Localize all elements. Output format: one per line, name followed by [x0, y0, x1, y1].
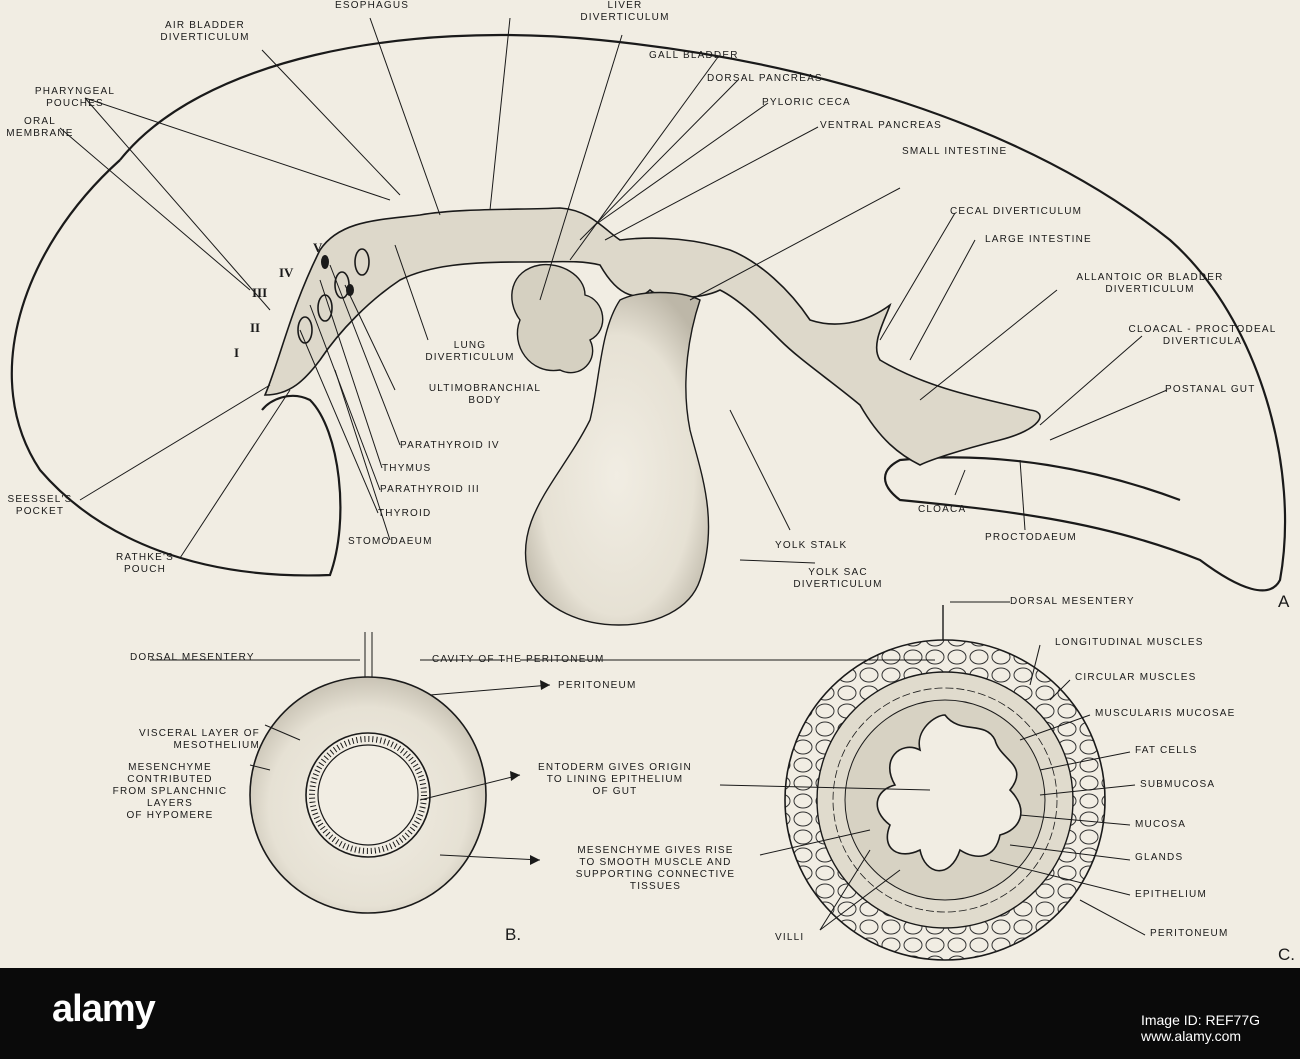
label-cloacal-proctodeal: CLOACAL - PROCTODEAL DIVERTICULA: [1128, 324, 1277, 347]
label-fat-cells: FAT CELLS: [1135, 745, 1198, 756]
panel-letter-b: B.: [505, 925, 522, 944]
roman-ii: II: [250, 320, 261, 335]
banner-logo[interactable]: alamy: [52, 988, 156, 1030]
label-cloaca: CLOACA: [918, 504, 967, 515]
yolk-sac: [524, 291, 710, 626]
label-glands: GLANDS: [1135, 852, 1184, 863]
label-air-bladder: AIR BLADDER DIVERTICULUM: [160, 20, 250, 43]
liver-lobes: [511, 263, 604, 374]
label-cavity-peritoneum: CAVITY OF THE PERITONEUM: [432, 654, 605, 665]
label-gall-bladder: GALL BLADDER: [649, 50, 739, 61]
label-submucosa: SUBMUCOSA: [1140, 779, 1216, 790]
label-parathyroid-iv: PARATHYROID IV: [400, 440, 500, 451]
label-ultimobranchial: ULTIMOBRANCHIAL BODY: [428, 383, 542, 406]
figure-canvas: ESOPHAGUS AIR BLADDER DIVERTICULUM LIVER…: [0, 0, 1300, 968]
c-lumen: [876, 714, 1022, 872]
label-yolk-stalk: YOLK STALK: [775, 540, 848, 551]
label-postanal-gut: POSTANAL GUT: [1165, 384, 1256, 395]
line-art: [10, 17, 1287, 961]
leader-lines-a: [59, 17, 1168, 564]
roman-i: I: [234, 345, 240, 360]
label-ventral-pancreas: VENTRAL PANCREAS: [820, 120, 943, 131]
label-dorsal-pancreas: DORSAL PANCREAS: [707, 73, 823, 84]
label-liver: LIVER DIVERTICULUM: [580, 0, 670, 23]
panel-letter-c: C.: [1278, 945, 1295, 964]
label-pharyngeal-pouches: PHARYNGEAL POUCHES: [34, 86, 116, 109]
label-proctodaeum: PROCTODAEUM: [985, 532, 1077, 543]
roman-iv: IV: [279, 265, 294, 280]
label-large-intestine: LARGE INTESTINE: [985, 234, 1092, 245]
label-allantoic: ALLANTOIC OR BLADDER DIVERTICULUM: [1076, 272, 1224, 295]
label-stomodaeum: STOMODAEUM: [348, 536, 433, 547]
image-id-text: Image ID: REF77G: [1140, 1012, 1260, 1028]
embryo-outline: [119, 33, 1287, 592]
label-muscularis-mucosae: MUSCULARIS MUCOSAE: [1095, 708, 1236, 719]
label-circular-muscles: CIRCULAR MUSCLES: [1075, 672, 1197, 683]
banner-caption: Image ID: REF77G www.alamy.com: [1141, 1012, 1260, 1044]
label-dorsal-mesentery-c: DORSAL MESENTERY: [1010, 596, 1135, 607]
label-dorsal-mesentery-b: DORSAL MESENTERY: [130, 652, 255, 663]
label-peritoneum-c: PERITONEUM: [1150, 928, 1229, 939]
roman-v: V: [313, 240, 323, 255]
label-epithelium: EPITHELIUM: [1135, 889, 1208, 900]
site-url-text[interactable]: www.alamy.com: [1140, 1028, 1242, 1044]
label-oral-membrane: ORAL MEMBRANE: [6, 116, 74, 139]
label-seessels-pocket: SEESSEL'S POCKET: [7, 494, 73, 517]
label-mesenchyme-rise: MESENCHYME GIVES RISE TO SMOOTH MUSCLE A…: [575, 845, 736, 892]
label-lung-diverticulum: LUNG DIVERTICULUM: [425, 340, 515, 363]
label-peritoneum-b: PERITONEUM: [558, 680, 637, 691]
label-mesenchyme-contributed: MESENCHYME CONTRIBUTED FROM SPLANCHNIC L…: [112, 762, 228, 821]
label-mucosa: MUCOSA: [1135, 819, 1187, 830]
label-cecal-diverticulum: CECAL DIVERTICULUM: [950, 206, 1083, 217]
label-thyroid: THYROID: [378, 508, 432, 519]
label-rathkes-pouch: RATHKE'S POUCH: [116, 552, 174, 575]
gut-tube: [263, 207, 1041, 466]
label-parathyroid-iii: PARATHYROID III: [380, 484, 480, 495]
label-yolk-sac-diverticulum: YOLK SAC DIVERTICULUM: [793, 567, 883, 590]
label-pyloric-ceca: PYLORIC CECA: [762, 97, 851, 108]
roman-iii: III: [252, 285, 268, 300]
panel-letter-a: A: [1278, 592, 1290, 611]
embryo-head-outline: [10, 159, 342, 577]
stock-banner: [0, 968, 1300, 1059]
label-small-intestine: SMALL INTESTINE: [902, 146, 1008, 157]
label-villi: VILLI: [775, 932, 805, 943]
leader-lines-b: [150, 659, 551, 861]
label-visceral-layer: VISCERAL LAYER OF MESOTHELIUM: [139, 728, 260, 751]
label-longitudinal-muscles: LONGITUDINAL MUSCLES: [1055, 637, 1204, 648]
label-esophagus: ESOPHAGUS: [335, 0, 410, 11]
leader-lines-c: [520, 601, 1146, 936]
label-entoderm: ENTODERM GIVES ORIGIN TO LINING EPITHELI…: [538, 762, 692, 797]
label-thymus: THYMUS: [382, 463, 432, 474]
